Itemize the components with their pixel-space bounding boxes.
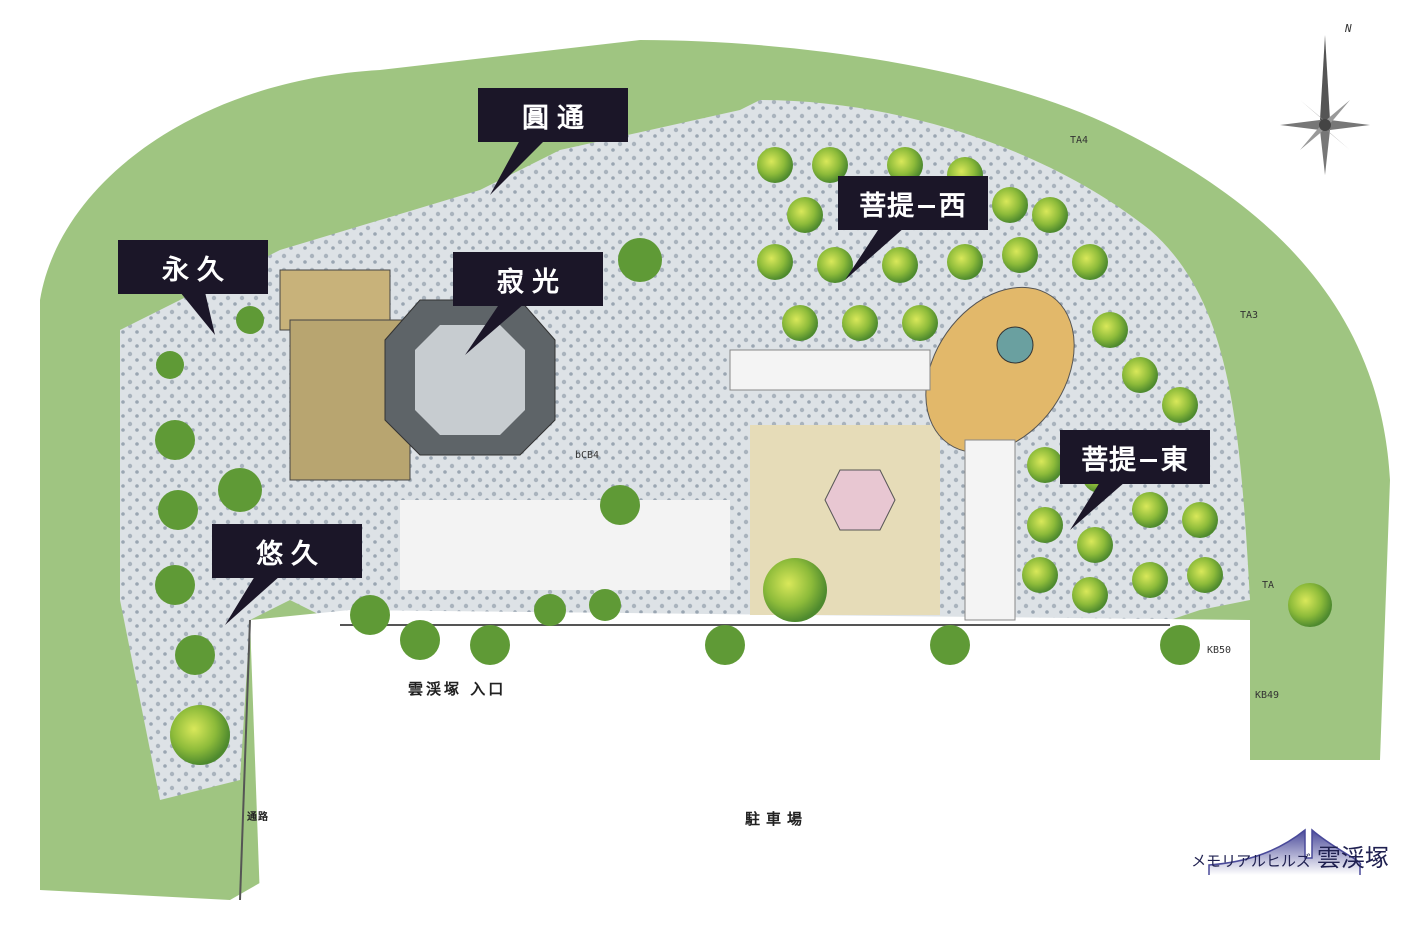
label-pointers xyxy=(180,140,1125,625)
logo-name: 雲渓塚 xyxy=(1316,844,1389,872)
passage-label: 通路 xyxy=(247,812,269,823)
entrance-label: 雲渓塚 入口 xyxy=(408,680,507,698)
marker-ta: TA xyxy=(1262,580,1275,591)
logo-text: メモリアルヒルズ雲渓塚 xyxy=(1180,838,1400,873)
area-label-yukyu[interactable]: 悠久 xyxy=(212,524,362,578)
trees xyxy=(155,147,1332,765)
logo-mark xyxy=(1208,828,1362,875)
oval-garden xyxy=(925,286,1075,454)
area-label-bodai-west[interactable]: 菩提−西 xyxy=(838,176,988,230)
compass-north-label: N xyxy=(1345,22,1352,35)
area-label-entsu[interactable]: 圓通 xyxy=(478,88,628,142)
hexagonal-monument xyxy=(824,469,896,531)
road-parking xyxy=(250,610,1250,900)
area-label-eikyu[interactable]: 永久 xyxy=(118,240,268,294)
marker-ta4: TA4 xyxy=(1070,135,1089,146)
area-label-bodai-east[interactable]: 菩提−東 xyxy=(1060,430,1210,484)
logo-prefix: メモリアルヒルズ xyxy=(1191,852,1311,870)
parking-label: 駐車場 xyxy=(745,810,809,828)
marker-bcb4: bCB4 xyxy=(575,450,600,461)
marker-kb49: KB49 xyxy=(1255,690,1280,701)
brand-logo: メモリアルヒルズ雲渓塚 xyxy=(1180,838,1400,873)
marker-ta3: TA3 xyxy=(1240,310,1259,321)
compass-rose-icon xyxy=(1280,35,1370,175)
marker-kb50: KB50 xyxy=(1207,645,1232,656)
area-label-jakko[interactable]: 寂光 xyxy=(453,252,603,306)
